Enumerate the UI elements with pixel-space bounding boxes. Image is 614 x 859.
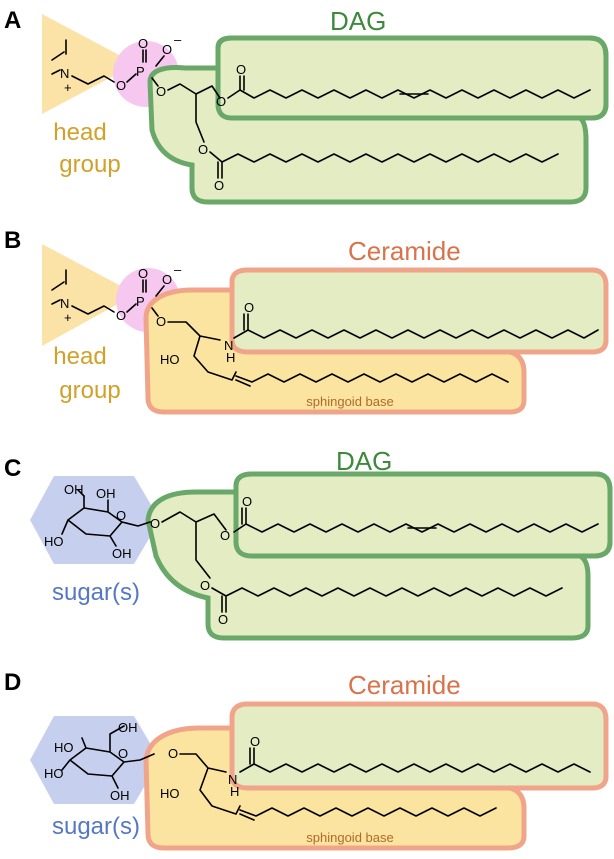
oxygen-atom: O [216,94,226,109]
panel-letter: B [4,227,21,254]
backbone-label: Ceramide [348,670,461,700]
side-label-line-1: head [53,119,106,146]
base-label: sphingoid base [306,830,393,845]
oxygen-atom: O [214,178,224,193]
panel-letter: C [4,455,21,482]
backbone-label: DAG [330,6,386,36]
side-label-line-2: group [59,151,120,178]
oxygen-atom: O [250,734,260,749]
hydroxyl-label: OH [96,486,116,501]
charge-plus: + [64,80,72,95]
oxygen-atom: O [236,62,246,77]
hydroxyl-label: HO [160,786,180,801]
oxygen-atom: O [116,508,126,523]
oxygen-atom: O [138,36,148,51]
backbone-label: Ceramide [348,236,461,266]
sugar-hexagon [30,476,160,564]
oxygen-atom: O [244,300,254,315]
hydroxyl-label: OH [112,546,132,561]
oxygen-atom: O [220,528,230,543]
panel-b: B Ceramide N + O P O O – O N H HO O sphi… [4,227,609,415]
nitrogen-atom: N [60,296,69,311]
panel-a: A DAG N + O P O O – O O O O O head group [4,6,609,205]
backbone-label: DAG [336,446,392,476]
oxygen-atom: O [198,142,208,157]
charge-minus: – [174,32,182,47]
fatty-acid-region [229,267,609,355]
chain-outline-1 [233,471,613,559]
oxygen-atom: O [168,746,178,761]
oxygen-atom: O [150,516,160,531]
oxygen-atom: O [200,578,210,593]
side-label-line-2: group [59,377,120,404]
hydroxyl-label: OH [110,788,130,803]
sugar-hexagon [30,716,160,804]
head-group-shape [42,14,136,114]
phosphorus-atom: P [136,294,145,309]
charge-minus: – [174,262,182,277]
side-label-line-1: sugar(s) [52,813,140,840]
oxygen-atom: O [218,612,228,627]
hydroxyl-label: HO [44,534,64,549]
panel-d: D Ceramide OH HO HO OH O O N H HO O sphi… [4,669,609,851]
hydroxyl-label: OH [118,720,138,735]
phosphorus-atom: P [136,64,145,79]
oxygen-atom: O [162,272,172,287]
panel-c: C DAG OH OH HO OH O O O O O O sugar(s) [4,446,613,641]
nitrogen-atom: N [60,66,69,81]
oxygen-atom: O [116,308,126,323]
base-label: sphingoid base [306,394,393,409]
hydroxyl-label: HO [54,740,74,755]
oxygen-atom: O [162,42,172,57]
hydroxyl-label: HO [160,352,180,367]
panel-letter: D [4,669,21,696]
side-label-line-1: sugar(s) [52,579,140,606]
oxygen-atom: O [242,494,252,509]
oxygen-atom: O [156,314,166,329]
panel-letter: A [4,7,21,34]
nitrogen-atom: N [228,772,237,787]
side-label-line-1: head [53,343,106,370]
chain-outline-1 [215,35,609,121]
fatty-acid-region [229,701,609,791]
charge-plus: + [64,310,72,325]
hydrogen-atom: H [230,784,239,799]
nitrogen-atom: N [224,338,233,353]
oxygen-atom: O [138,266,148,281]
oxygen-atom: O [118,746,128,761]
oxygen-atom: O [116,78,126,93]
oxygen-atom: O [156,84,166,99]
hydroxyl-label: OH [64,482,84,497]
hydrogen-atom: H [226,350,235,365]
hydroxyl-label: HO [44,766,64,781]
